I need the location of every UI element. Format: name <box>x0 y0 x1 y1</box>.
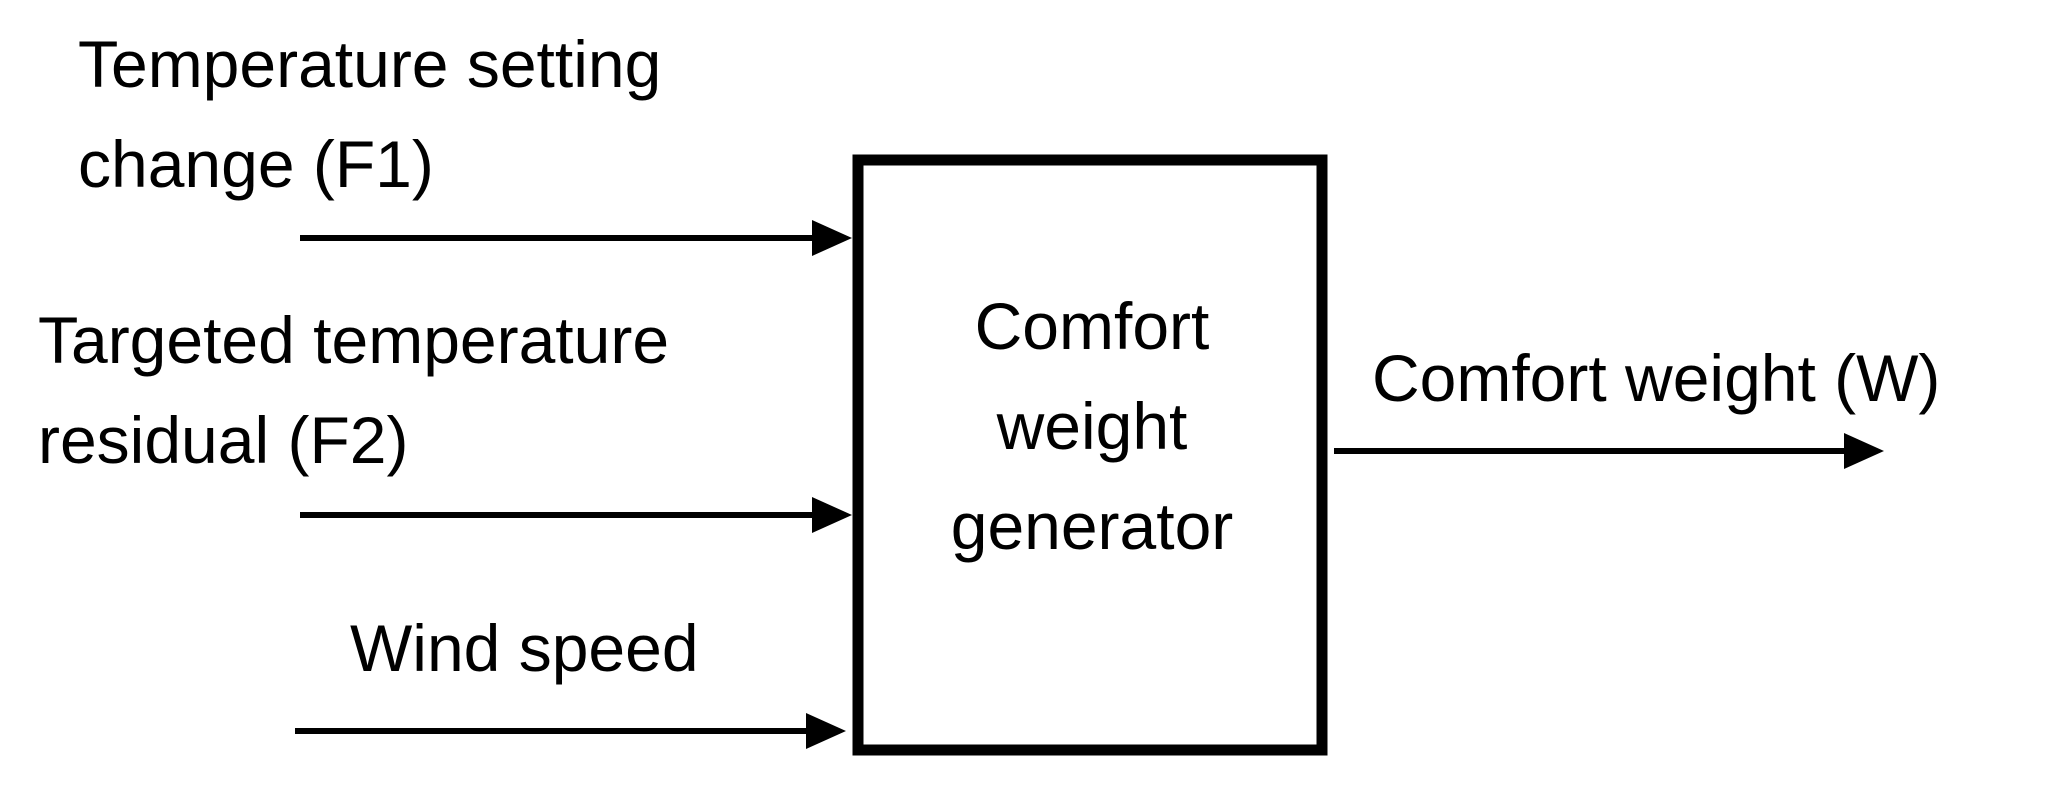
input-label-wind-speed-line-1: Wind speed <box>350 611 699 685</box>
block-label-line-3: generator <box>950 489 1234 563</box>
input-label-f2-line-1: Targeted temperature <box>38 303 670 377</box>
input-label-f2: Targeted temperature residual (F2) <box>38 290 669 490</box>
output-label: Comfort weight (W) <box>1372 341 1941 415</box>
input-label-f1: Temperature setting change (F1) <box>78 14 661 214</box>
input-arrow-f1 <box>300 220 852 256</box>
input-label-f1-line-2: change (F1) <box>78 127 434 201</box>
block-label-line-2: weight <box>996 389 1188 463</box>
input-label-f2-line-2: residual (F2) <box>38 403 409 477</box>
block-label: Comfort weight generator <box>862 276 1322 576</box>
block-label-line-1: Comfort <box>974 289 1210 363</box>
input-arrow-f2 <box>300 497 852 533</box>
input-arrow-wind-speed <box>295 713 846 749</box>
input-label-f1-line-1: Temperature setting <box>78 27 662 101</box>
output-arrow-w <box>1334 433 1884 469</box>
comfort-weight-generator-block <box>852 154 1328 756</box>
input-label-wind-speed: Wind speed <box>350 598 699 698</box>
